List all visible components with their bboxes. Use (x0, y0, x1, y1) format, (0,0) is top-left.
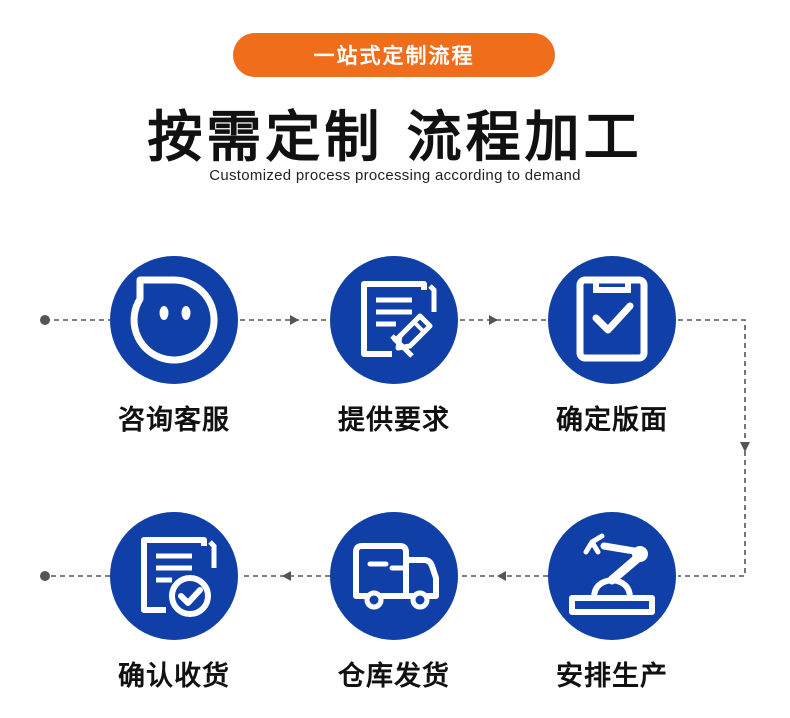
arrow-down-icon (740, 442, 750, 452)
process-badge: 一站式定制流程 (233, 33, 555, 77)
step-label: 咨询客服 (118, 405, 230, 436)
arrow-left-icon (282, 571, 291, 581)
page-subtitle: Customized process processing according … (209, 167, 581, 184)
document-pencil-icon (361, 281, 437, 358)
step-layout (548, 256, 676, 384)
delivery-truck-icon (353, 543, 439, 610)
end-dot (40, 571, 50, 581)
arrow-right-icon (489, 315, 498, 325)
clipboard-check-icon (576, 276, 648, 362)
step-receipt (110, 512, 238, 640)
arrow-right-icon (290, 315, 299, 325)
connector-right (678, 319, 746, 577)
robot-arm-icon (569, 533, 655, 615)
step-label: 确认收货 (118, 661, 230, 692)
page-title: 按需定制 流程加工 (147, 105, 643, 169)
step-label: 仓库发货 (338, 661, 450, 692)
step-production (548, 512, 676, 640)
step-label: 确定版面 (556, 405, 668, 436)
start-dot (40, 315, 50, 325)
arrow-left-icon (497, 571, 506, 581)
step-label: 安排生产 (556, 661, 668, 692)
step-consult (110, 256, 238, 384)
document-check-icon (141, 537, 217, 617)
chat-bubble-face-icon (130, 276, 218, 364)
step-label: 提供要求 (338, 405, 450, 436)
step-shipping (330, 512, 458, 640)
step-requirements (330, 256, 458, 384)
